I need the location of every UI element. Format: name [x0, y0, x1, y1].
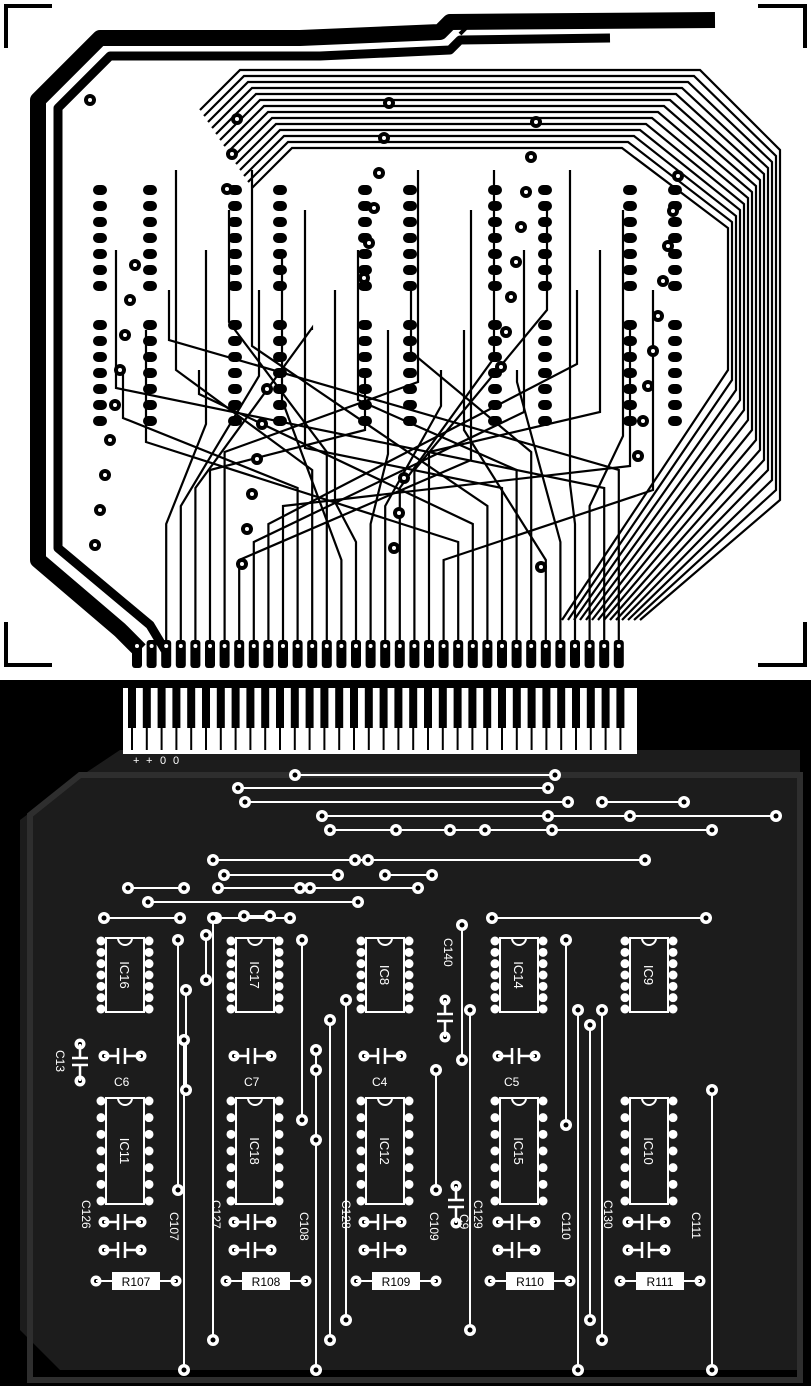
component-layout: + + 0 0 IC16 IC17 IC8 IC14 IC9 IC11 IC18… — [0, 680, 811, 1386]
c7-label: C7 — [244, 1075, 260, 1089]
connector-mark-1: + — [133, 755, 139, 767]
ic11-package — [105, 1097, 145, 1205]
ic18-label: IC18 — [247, 1137, 262, 1164]
ic15-package — [499, 1097, 539, 1205]
c107-label: C107 — [167, 1212, 181, 1241]
pads — [84, 94, 684, 573]
ic11-label: IC11 — [117, 1138, 132, 1165]
ic14-label: IC14 — [511, 961, 526, 988]
c140-label: C140 — [441, 938, 455, 967]
ic14-package — [499, 937, 539, 1013]
r111-label: R111 — [647, 1275, 674, 1289]
c130-label: C130 — [601, 1200, 615, 1229]
resistor-r109 — [356, 1272, 436, 1290]
c9-label: C9 — [457, 1214, 471, 1230]
ic16-label: IC16 — [117, 961, 132, 988]
c5-label: C5 — [504, 1075, 520, 1089]
ic16-package — [105, 937, 145, 1013]
c127-label: C127 — [209, 1200, 223, 1229]
ic9-label: IC9 — [641, 965, 656, 985]
c110-label: C110 — [559, 1212, 573, 1240]
connector-mark-3: 0 — [160, 755, 166, 767]
ground-plane — [20, 750, 800, 1370]
ic8-label: IC8 — [377, 965, 392, 985]
pcb-copper-side — [0, 0, 811, 680]
resistor-r110 — [490, 1272, 570, 1290]
resistor-r108 — [226, 1272, 306, 1290]
r110-label: R110 — [516, 1275, 544, 1289]
ic12-package — [365, 1097, 405, 1205]
r108-label: R108 — [252, 1275, 281, 1289]
r109-label: R109 — [382, 1275, 411, 1289]
resistor-r107 — [96, 1272, 176, 1290]
ic12-label: IC12 — [377, 1137, 392, 1164]
c128-label: C128 — [339, 1200, 353, 1229]
connector-mark-2: + — [146, 755, 152, 767]
jumper-wires — [104, 774, 776, 1370]
edge-connector — [123, 688, 637, 754]
connector-mark-4: 0 — [173, 755, 179, 767]
ic8-package — [365, 937, 405, 1013]
c108-label: C108 — [297, 1212, 311, 1241]
edge-connector-fingers — [132, 640, 624, 668]
c126-label: C126 — [79, 1200, 93, 1229]
ic15-label: IC15 — [511, 1137, 526, 1164]
r107-label: R107 — [122, 1275, 151, 1289]
component-pads — [74, 769, 782, 1376]
ic17-label: IC17 — [247, 961, 262, 988]
c111-label: C111 — [689, 1212, 703, 1239]
c6-label: C6 — [114, 1075, 130, 1089]
ic10-package — [629, 1097, 669, 1205]
capacitor-symbols — [72, 1000, 665, 1258]
ic18-package — [235, 1097, 275, 1205]
c13-label: C13 — [53, 1050, 67, 1072]
pcb-component-side: + + 0 0 IC16 IC17 IC8 IC14 IC9 IC11 IC18… — [0, 680, 811, 1386]
resistor-r111 — [620, 1272, 700, 1290]
copper-layout — [0, 0, 811, 680]
ic9-package — [629, 937, 669, 1013]
ic-packages — [105, 937, 669, 1205]
c129-label: C129 — [471, 1200, 485, 1229]
c109-label: C109 — [427, 1212, 441, 1241]
ic10-label: IC10 — [641, 1137, 656, 1164]
crop-marks — [4, 4, 807, 667]
c4-label: C4 — [372, 1075, 388, 1089]
power-rails — [30, 12, 716, 656]
ic17-package — [235, 937, 275, 1013]
